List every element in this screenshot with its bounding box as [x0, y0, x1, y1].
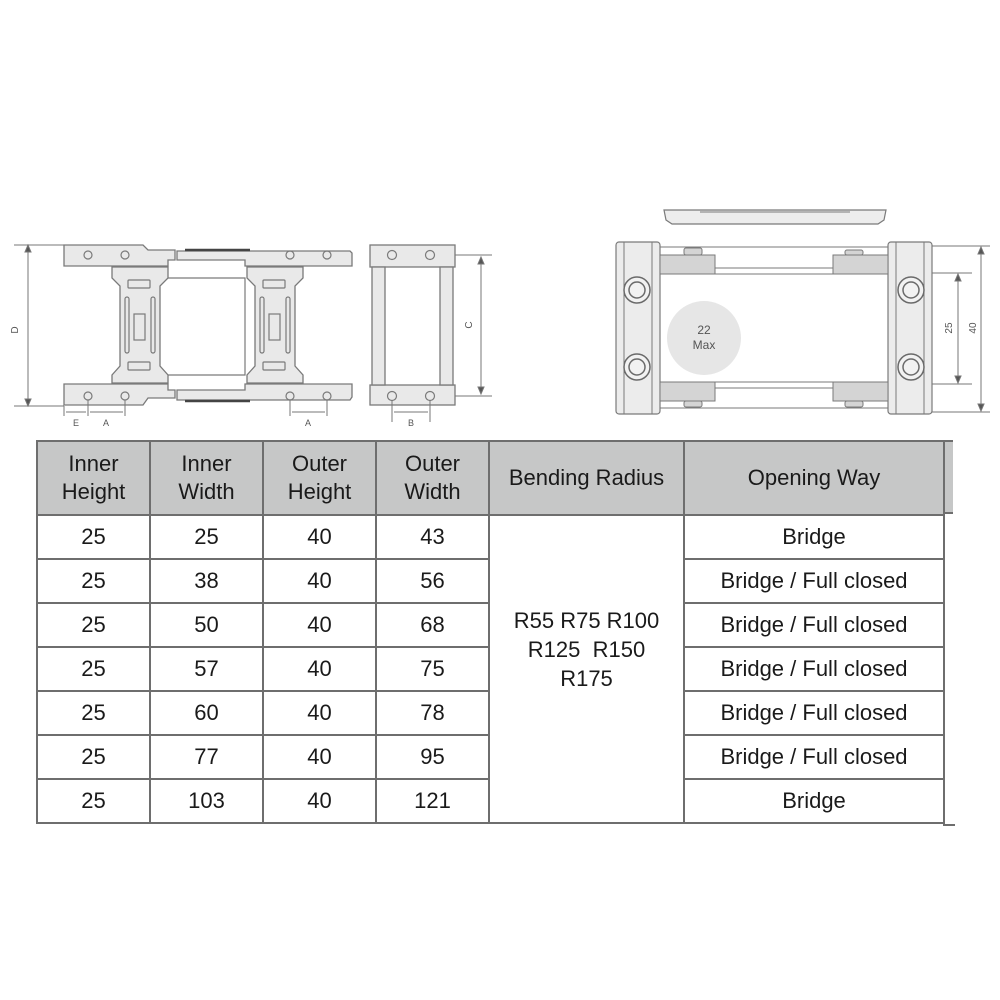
cell-opening-way: Bridge	[683, 778, 945, 824]
cell-inner-width: 60	[149, 690, 264, 736]
header-opening-way: Opening Way	[683, 440, 945, 516]
table-row: 25 50 40 68 Bridge / Full closed	[36, 602, 945, 648]
dimension-label-c: C	[464, 321, 475, 328]
table-row: 25 57 40 75 Bridge / Full closed	[36, 646, 945, 692]
dimension-label-b: B	[408, 418, 414, 428]
cell-inner-width: 103	[149, 778, 264, 824]
table-row: 25 38 40 56 Bridge / Full closed	[36, 558, 945, 604]
end-view-drawing: C B	[369, 244, 492, 428]
cell-inner-width: 57	[149, 646, 264, 692]
max-cable-diameter-circle	[667, 301, 741, 375]
table-header-overflow	[943, 440, 953, 514]
cell-inner-height: 25	[36, 602, 151, 648]
cell-opening-way: Bridge	[683, 514, 945, 560]
cell-outer-height: 40	[262, 734, 377, 780]
table-row: 25 77 40 95 Bridge / Full closed	[36, 734, 945, 780]
dimension-label-a-left: A	[103, 418, 109, 428]
cell-outer-height: 40	[262, 514, 377, 560]
dimension-label-a-right: A	[305, 418, 311, 428]
cell-inner-height: 25	[36, 514, 151, 560]
max-cable-diameter-value: 22	[697, 323, 711, 337]
cell-opening-way: Bridge / Full closed	[683, 646, 945, 692]
cross-section-drawing: 22 Max 25 40	[615, 209, 990, 415]
cell-inner-height: 25	[36, 558, 151, 604]
cell-inner-height: 25	[36, 734, 151, 780]
cell-outer-height: 40	[262, 690, 377, 736]
cell-opening-way: Bridge / Full closed	[683, 734, 945, 780]
cell-outer-width: 75	[375, 646, 490, 692]
cell-bending-radius: R55 R75 R100 R125 R150 R175	[488, 514, 685, 824]
cell-outer-width: 121	[375, 778, 490, 824]
cell-opening-way: Bridge / Full closed	[683, 558, 945, 604]
cell-opening-way: Bridge / Full closed	[683, 690, 945, 736]
side-view-drawing: D E A A	[10, 243, 353, 428]
dimension-label-d: D	[10, 326, 21, 333]
cell-inner-height: 25	[36, 690, 151, 736]
cell-outer-width: 43	[375, 514, 490, 560]
cell-outer-height: 40	[262, 558, 377, 604]
cell-inner-height: 25	[36, 646, 151, 692]
cell-outer-width: 56	[375, 558, 490, 604]
cell-inner-width: 38	[149, 558, 264, 604]
cell-outer-height: 40	[262, 602, 377, 648]
max-cable-diameter-note: Max	[693, 338, 716, 352]
cell-outer-width: 68	[375, 602, 490, 648]
cell-inner-height: 25	[36, 778, 151, 824]
table-row: 25 60 40 78 Bridge / Full closed	[36, 690, 945, 736]
header-bending-radius: Bending Radius	[488, 440, 685, 516]
dimension-label-inner-height: 25	[944, 322, 955, 334]
table-bottom-overflow	[943, 824, 955, 826]
table-row: 25 25 40 43 R55 R75 R100 R125 R150 R175 …	[36, 514, 945, 824]
cell-outer-height: 40	[262, 646, 377, 692]
cell-opening-way: Bridge / Full closed	[683, 602, 945, 648]
cell-outer-height: 40	[262, 778, 377, 824]
cell-outer-width: 95	[375, 734, 490, 780]
cell-inner-width: 77	[149, 734, 264, 780]
cell-inner-width: 25	[149, 514, 264, 560]
cell-outer-width: 78	[375, 690, 490, 736]
dimension-label-e: E	[73, 418, 79, 428]
dimension-label-outer-height: 40	[968, 322, 979, 334]
table-row: 25 103 40 121 Bridge	[36, 778, 945, 824]
cell-inner-width: 50	[149, 602, 264, 648]
